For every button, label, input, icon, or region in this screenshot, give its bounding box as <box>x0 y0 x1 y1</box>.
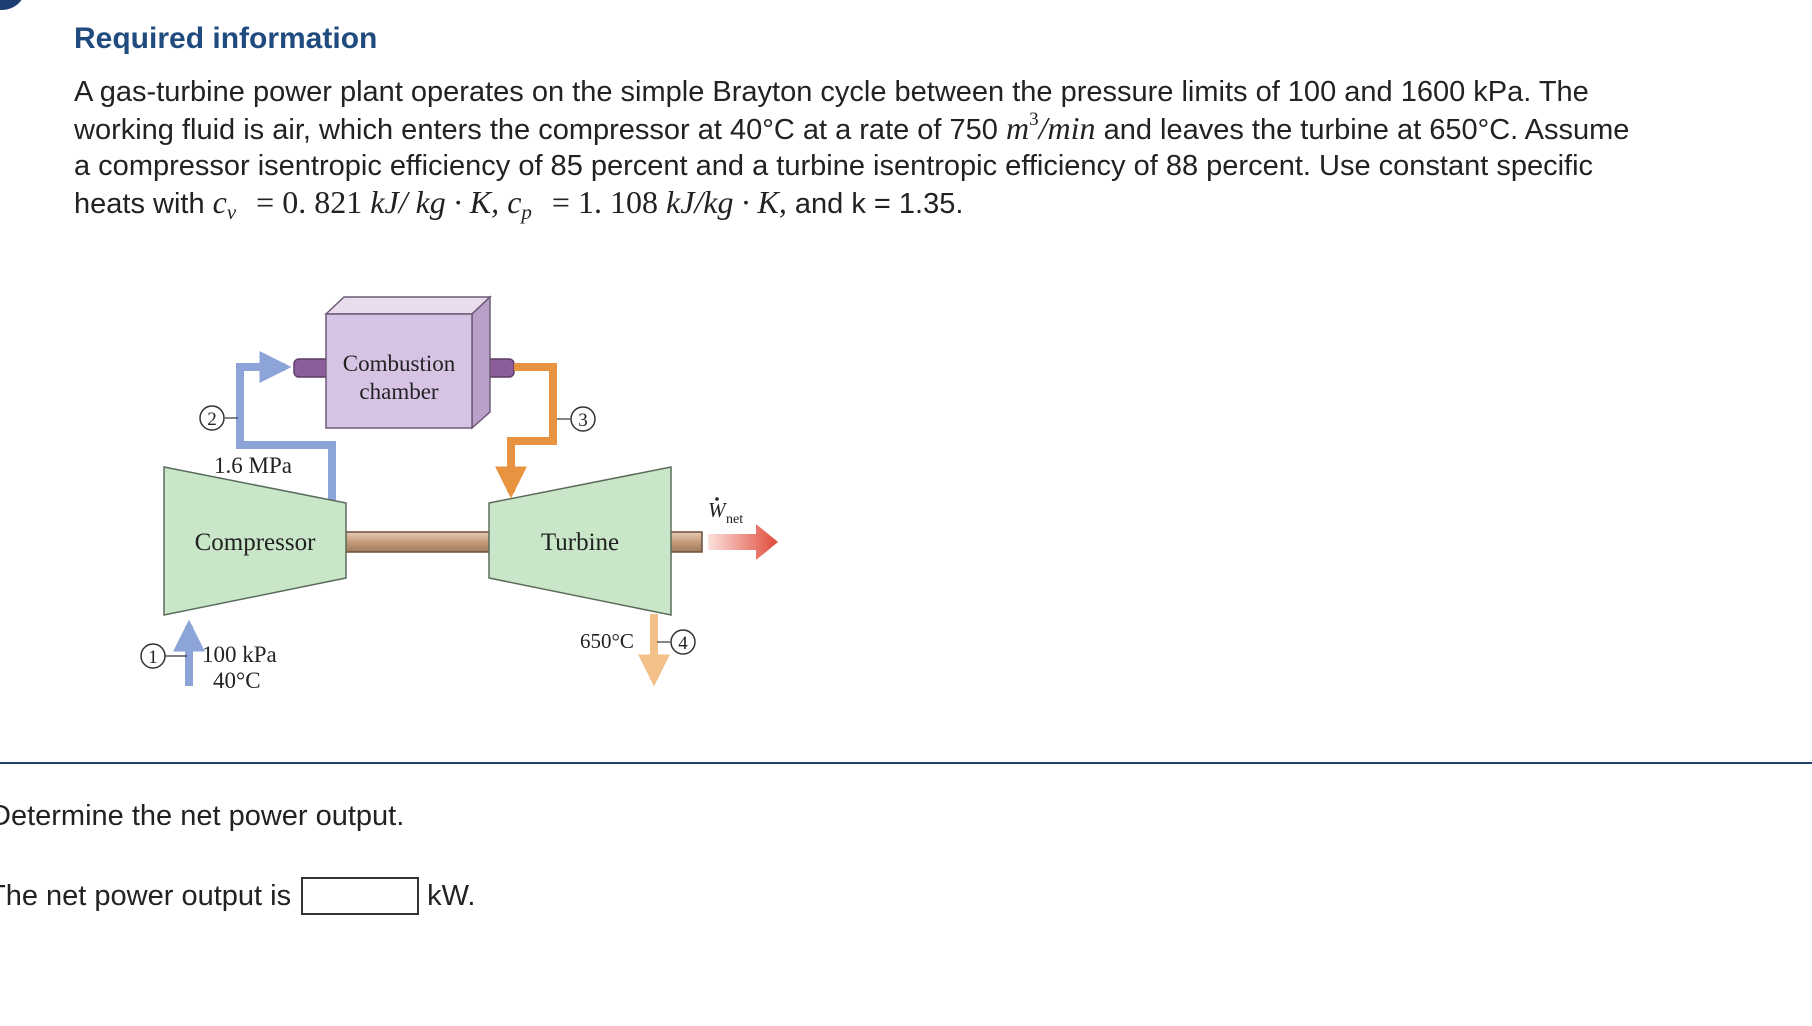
turbine-label: Turbine <box>541 529 619 556</box>
answer-unit: kW. <box>427 879 476 912</box>
problem-line-2: working fluid is air, which enters the c… <box>74 110 1794 148</box>
state-4-number: 4 <box>678 633 688 654</box>
section-divider <box>0 762 1812 764</box>
state-4-marker <box>670 629 696 655</box>
chamber-inlet-pipe <box>293 358 331 378</box>
cv-value: = 0. 821 <box>256 184 363 220</box>
state-1-marker <box>140 643 166 669</box>
problem-statement: A gas-turbine power plant operates on th… <box>74 74 1794 224</box>
compressor-label: Compressor <box>195 529 317 556</box>
outlet-temperature-label: 650°C <box>580 629 634 653</box>
inlet-temperature-label: 40°C <box>213 668 261 693</box>
problem-line-1: A gas-turbine power plant operates on th… <box>74 76 1589 108</box>
cp-value: = 1. 108 <box>551 184 658 220</box>
cv-unit: kJ/ kg · K, <box>370 184 500 220</box>
combustion-chamber-label-1: Combustion <box>343 351 456 376</box>
cv-symbol: cv <box>212 184 237 224</box>
svg-text:net: net <box>726 512 743 527</box>
cp-unit: kJ/kg · K, <box>666 184 787 220</box>
turbine <box>488 466 672 616</box>
shaft <box>344 531 496 553</box>
problem-line-2-text: working fluid is air, which enters the c… <box>74 114 998 146</box>
state-3-number: 3 <box>578 410 588 431</box>
net-power-input[interactable] <box>301 877 420 915</box>
compressor <box>163 466 347 616</box>
net-work-arrow <box>708 524 778 560</box>
problem-line-4: heats with cv = 0. 821 kJ/ kg · K, cp = 1.… <box>74 184 1794 224</box>
answer-row: The net power output is kW. <box>0 877 475 915</box>
answer-prefix: The net power output is <box>0 879 292 912</box>
brayton-cycle-diagram: Combustion chamber Compressor Turbine W … <box>140 295 778 693</box>
section-title: Required information <box>74 22 378 55</box>
state-2-number: 2 <box>207 409 217 430</box>
flow-rate-unit: m3/min <box>1006 109 1096 146</box>
state-2-marker <box>199 405 225 431</box>
net-work-label: W net <box>708 497 743 527</box>
compressor-discharge-line <box>236 351 336 503</box>
state-3-marker <box>570 406 596 432</box>
problem-line-2-tail: and leaves the turbine at 650°C. Assume <box>1103 114 1630 146</box>
combustion-chamber-label-2: chamber <box>359 379 439 404</box>
problem-line-4-text: heats with <box>74 188 205 220</box>
cp-symbol: cp <box>507 184 532 224</box>
turbine-inlet-line <box>495 363 557 499</box>
problem-line-4-and: and <box>794 188 844 220</box>
shaft-output <box>669 531 703 553</box>
problem-line-3: a compressor isentropic efficiency of 85… <box>74 150 1594 182</box>
question-number-badge <box>0 0 26 10</box>
combustion-chamber: Combustion chamber <box>324 295 492 430</box>
k-value: k = 1.35. <box>851 188 964 220</box>
question-text: Determine the net power output. <box>0 800 405 832</box>
high-pressure-label: 1.6 MPa <box>214 453 292 478</box>
svg-text:W: W <box>708 498 728 522</box>
state-1-number: 1 <box>148 647 158 668</box>
inlet-pressure-label: 100 kPa <box>202 642 277 667</box>
